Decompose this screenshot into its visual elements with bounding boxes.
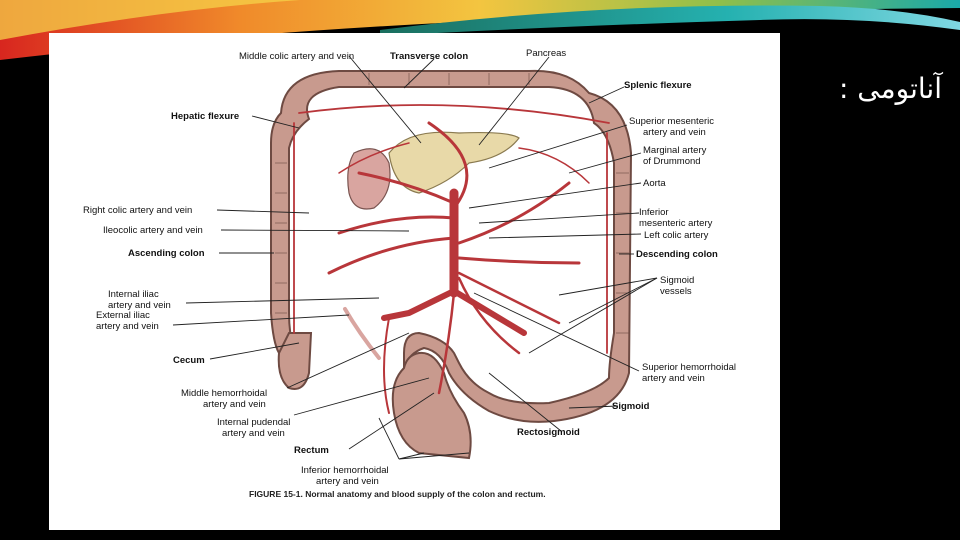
label-descending-colon: Descending colon bbox=[636, 249, 718, 260]
label-aorta: Aorta bbox=[643, 178, 666, 189]
colon-blood-supply-diagram: Middle colic artery and vein Transverse … bbox=[49, 33, 780, 530]
label-mid-hem-line2: artery and vein bbox=[203, 399, 266, 410]
label-marginal-line1: Marginal artery bbox=[643, 145, 707, 156]
label-ileocolic: Ileocolic artery and vein bbox=[103, 225, 203, 236]
label-sigmoid: Sigmoid bbox=[612, 401, 650, 412]
label-middle-colic: Middle colic artery and vein bbox=[239, 51, 354, 62]
label-sup-hem-line2: artery and vein bbox=[642, 373, 705, 384]
label-sup-hem-line1: Superior hemorrhoidal bbox=[642, 362, 736, 373]
label-marginal-line2: of Drummond bbox=[643, 156, 701, 167]
label-int-iliac-line1: Internal iliac bbox=[108, 289, 159, 300]
label-ima-line1: Inferior bbox=[639, 207, 669, 218]
label-sigmoid-vessels-line1: Sigmoid bbox=[660, 275, 694, 286]
label-int-pudendal-line2: artery and vein bbox=[222, 428, 285, 439]
label-transverse-colon: Transverse colon bbox=[390, 51, 468, 62]
label-int-pudendal-line1: Internal pudendal bbox=[217, 417, 290, 428]
label-left-colic: Left colic artery bbox=[644, 230, 709, 241]
label-rectum: Rectum bbox=[294, 445, 329, 456]
label-ext-iliac-line2: artery and vein bbox=[96, 321, 159, 332]
label-ima-line2: mesenteric artery bbox=[639, 218, 713, 229]
label-mid-hem-line1: Middle hemorrhoidal bbox=[181, 388, 267, 399]
label-sma-line2: artery and vein bbox=[643, 127, 706, 138]
label-ascending-colon: Ascending colon bbox=[128, 248, 205, 259]
label-inf-hem-line1: Inferior hemorrhoidal bbox=[301, 465, 389, 476]
figure-caption: FIGURE 15-1. Normal anatomy and blood su… bbox=[249, 489, 546, 499]
label-rectosigmoid: Rectosigmoid bbox=[517, 427, 580, 438]
label-sma-line1: Superior mesenteric bbox=[629, 116, 714, 127]
label-inf-hem-line2: artery and vein bbox=[316, 476, 379, 487]
anatomy-figure: Middle colic artery and vein Transverse … bbox=[49, 33, 780, 530]
label-sigmoid-vessels-line2: vessels bbox=[660, 286, 692, 297]
label-hepatic-flexure: Hepatic flexure bbox=[171, 111, 239, 122]
pancreas-illustration bbox=[348, 132, 519, 209]
label-cecum: Cecum bbox=[173, 355, 205, 366]
label-ext-iliac-line1: External iliac bbox=[96, 310, 150, 321]
slide-title: آناتومی : bbox=[839, 72, 942, 105]
label-right-colic: Right colic artery and vein bbox=[83, 205, 192, 216]
label-pancreas: Pancreas bbox=[526, 48, 566, 59]
label-splenic-flexure: Splenic flexure bbox=[624, 80, 692, 91]
